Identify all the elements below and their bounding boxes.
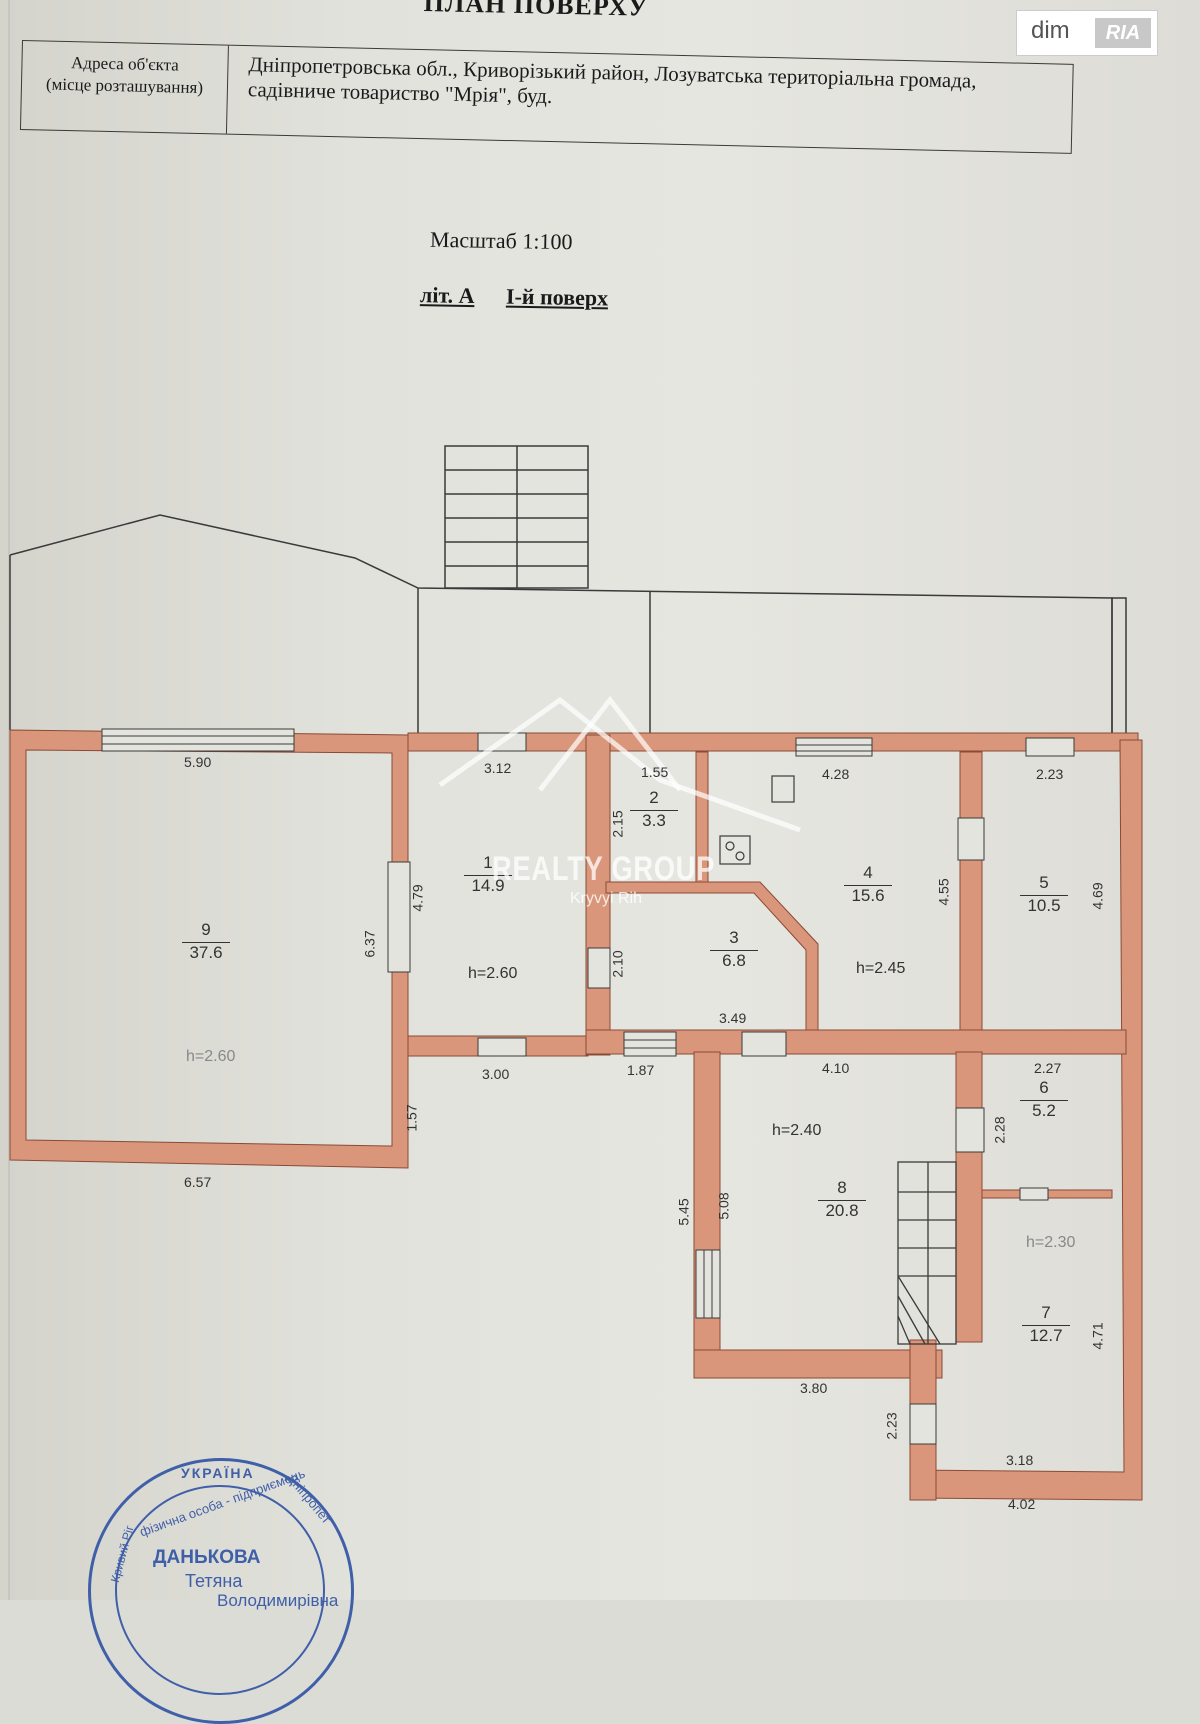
ceiling-height: h=2.40 xyxy=(772,1122,822,1139)
dimension-label: 1.57 xyxy=(403,1104,420,1132)
internal-stairs xyxy=(897,1161,957,1345)
watermark-city: Kryvyi Rih xyxy=(570,890,643,907)
logo-ria-text: RIA xyxy=(1095,18,1151,48)
dimension-label: 4.10 xyxy=(822,1060,850,1076)
room-area: 3.3 xyxy=(630,810,678,831)
appliances xyxy=(719,775,795,865)
dimension-label: 5.08 xyxy=(715,1192,732,1220)
dimension-label: 4.55 xyxy=(935,878,952,906)
room-number: 4 xyxy=(863,863,873,882)
room-area: 6.8 xyxy=(710,950,758,971)
ceiling-height: h=2.45 xyxy=(856,960,906,977)
stamp-surname: ДАНЬКОВА xyxy=(153,1547,261,1568)
ceiling-height: h=2.60 xyxy=(468,965,518,982)
room-number: 5 xyxy=(1039,873,1049,892)
room-area: 15.6 xyxy=(844,885,892,906)
room-number: 7 xyxy=(1041,1303,1051,1322)
room-area: 10.5 xyxy=(1020,895,1068,916)
dimension-label: 4.71 xyxy=(1089,1322,1106,1350)
dimension-label: 3.12 xyxy=(484,760,512,776)
dimria-logo: dim RIA xyxy=(1016,10,1158,56)
dimension-label: 3.18 xyxy=(1006,1452,1034,1468)
room-number: 2 xyxy=(649,788,659,807)
dimension-label: 2.23 xyxy=(1036,766,1064,782)
dimension-label: 3.49 xyxy=(719,1010,747,1026)
dimension-label: 4.28 xyxy=(822,766,850,782)
dimension-label: 5.90 xyxy=(184,754,212,770)
seal-stamp: УКРАЇНА фізична особа - підприємець Дніп… xyxy=(88,1458,354,1724)
floor-plan xyxy=(9,445,1143,1501)
watermark-brand: REALTY GROUP xyxy=(492,850,716,888)
stamp-patronymic: Володимирівна xyxy=(217,1591,339,1610)
dimension-label: 4.02 xyxy=(1008,1496,1036,1512)
room-number: 8 xyxy=(837,1178,847,1197)
room-number: 6 xyxy=(1039,1078,1049,1097)
dimension-label: 1.55 xyxy=(641,764,669,780)
room-number: 1 xyxy=(483,853,493,872)
dimension-label: 2.23 xyxy=(883,1412,900,1440)
room-area: 37.6 xyxy=(182,942,230,963)
dimension-label: 3.80 xyxy=(800,1380,828,1396)
dimension-label: 1.87 xyxy=(627,1062,655,1078)
dimension-label: 6.37 xyxy=(361,930,378,958)
logo-dim-text: dim xyxy=(1031,17,1070,44)
dimension-label: 4.79 xyxy=(409,884,426,912)
watermark-roof xyxy=(438,695,801,833)
dimension-label: 2.15 xyxy=(609,810,626,838)
dimension-label: 5.45 xyxy=(675,1198,692,1226)
dimension-label: 2.28 xyxy=(991,1116,1008,1144)
dimension-label: 2.10 xyxy=(609,950,626,978)
porch-outline xyxy=(9,514,1113,740)
dimension-label: 4.69 xyxy=(1089,882,1106,910)
dimension-label: 6.57 xyxy=(184,1174,212,1190)
stamp-first-name: Тетяна xyxy=(185,1571,243,1591)
stamp-country: УКРАЇНА xyxy=(181,1465,255,1481)
ceiling-height: h=2.30 xyxy=(1026,1234,1076,1251)
room-area: 20.8 xyxy=(818,1200,866,1221)
dimension-label: 2.27 xyxy=(1034,1060,1062,1076)
room-area: 5.2 xyxy=(1020,1100,1068,1121)
page-fold xyxy=(8,0,10,1600)
room-area: 12.7 xyxy=(1022,1325,1070,1346)
ceiling-height: h=2.60 xyxy=(186,1048,236,1065)
dimension-label: 3.00 xyxy=(482,1066,510,1082)
room-number: 3 xyxy=(729,928,739,947)
room-number: 9 xyxy=(201,920,211,939)
room-area: 14.9 xyxy=(464,875,512,896)
